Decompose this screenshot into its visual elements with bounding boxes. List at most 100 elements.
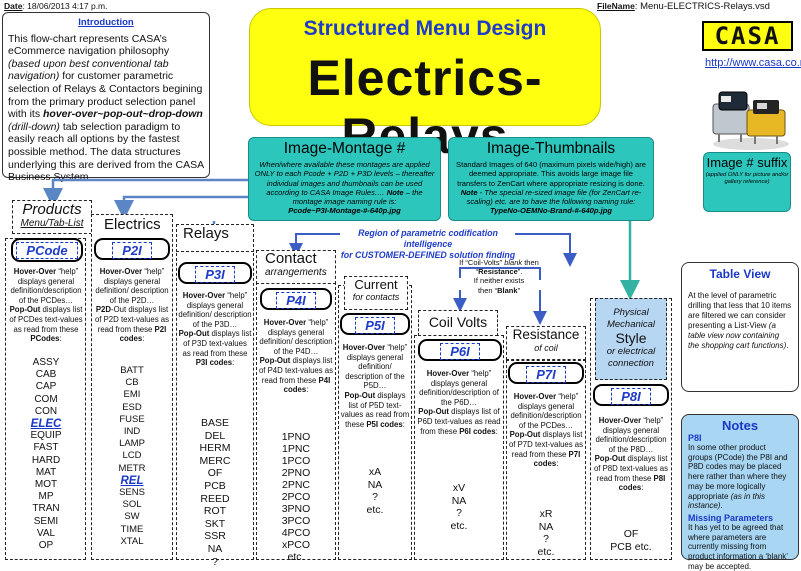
electrics-item[interactable]: EMI — [123, 389, 141, 401]
relays-item[interactable]: SSR — [204, 530, 226, 543]
relays-item[interactable]: SKT — [204, 517, 226, 530]
product-item[interactable]: COM — [34, 393, 58, 405]
product-item[interactable]: MAT — [35, 466, 57, 478]
coilnote-l3-bold: Blank — [497, 285, 518, 295]
table-view-body: At the level of parametric drilling that… — [688, 291, 792, 351]
coil-header: Coil Volts — [418, 310, 498, 336]
electrics-item[interactable]: TIME — [120, 523, 144, 535]
physical-item[interactable]: OF — [623, 528, 639, 540]
current-item[interactable]: etc. — [366, 503, 384, 516]
resistance-item[interactable]: xR — [539, 508, 553, 520]
electrics-item[interactable]: LCD — [122, 450, 142, 462]
product-item[interactable]: ASSY — [32, 357, 60, 368]
relays-item[interactable]: NA — [207, 542, 223, 555]
contact-item[interactable]: 1PCO — [281, 455, 311, 467]
relays-item[interactable]: REED — [200, 492, 230, 505]
pcode-tab[interactable]: PCode — [11, 238, 83, 262]
physical-d5: P8I codes — [618, 473, 666, 493]
electrics-item[interactable]: ESD — [122, 401, 142, 413]
coil-item[interactable]: ? — [456, 507, 462, 519]
p3i-code: P3I — [195, 266, 235, 283]
coil-d4: displays list of P6D text-values as read… — [417, 407, 501, 436]
product-item[interactable]: CAB — [35, 369, 57, 381]
relays-item[interactable]: OF — [207, 467, 223, 480]
resistance-header: Resistance of coil — [506, 326, 586, 360]
contact-item[interactable]: 2PNO — [281, 467, 311, 479]
contact-item[interactable]: 3PCO — [281, 515, 311, 527]
contact-d2: “help” displays general definition/ desc… — [259, 318, 333, 356]
contact-column — [256, 262, 336, 560]
resistance-item[interactable]: NA — [538, 520, 554, 533]
casa-url-link[interactable]: http://www.casa.co.nz — [705, 57, 801, 69]
electrics-item[interactable]: METR — [118, 462, 146, 474]
introduction-panel: Introduction This flow-chart represents … — [2, 12, 210, 183]
electrics-item[interactable]: SW — [124, 511, 140, 523]
product-item[interactable]: TRAN — [32, 503, 60, 515]
current-item[interactable]: ? — [372, 491, 378, 503]
resistance-sublabel: of coil — [534, 343, 558, 353]
contact-item[interactable]: 2PCO — [281, 491, 311, 503]
product-item-elec-link[interactable]: ELEC — [30, 418, 62, 431]
electrics-item[interactable]: BATT — [120, 365, 144, 376]
contact-item[interactable]: 1PNO — [281, 431, 311, 443]
resistance-item[interactable]: etc. — [537, 545, 555, 558]
coil-item[interactable]: etc. — [450, 519, 468, 532]
contact-item[interactable]: 1PNC — [281, 443, 310, 455]
electrics-item[interactable]: XTAL — [120, 535, 144, 547]
electrics-d6: : — [142, 334, 145, 344]
thumbs-title: Image-Thumbnails — [486, 140, 616, 157]
product-item[interactable]: EQUIP — [30, 430, 62, 442]
product-item[interactable]: CAP — [35, 381, 57, 393]
p3i-tab[interactable]: P3I — [178, 262, 252, 284]
notes-b1-end: . — [720, 501, 723, 511]
product-item[interactable]: CON — [34, 405, 58, 417]
contact-item[interactable]: etc. — [287, 551, 305, 563]
relays-item[interactable]: PCB — [204, 479, 226, 492]
current-item[interactable]: NA — [367, 478, 383, 491]
relays-item[interactable]: HERM — [199, 442, 231, 455]
product-item[interactable]: SEMI — [33, 515, 59, 527]
relays-item[interactable]: ROT — [203, 505, 227, 518]
thumbs-note: - The special re-sized image file (for Z… — [466, 187, 642, 207]
product-item[interactable]: OP — [38, 540, 54, 552]
relays-item[interactable]: BASE — [200, 417, 229, 429]
resistance-d4: displays list of P7D text-values as read… — [508, 430, 584, 459]
contact-item[interactable]: xPCO — [281, 539, 310, 551]
p6i-tab[interactable]: P6I — [418, 339, 502, 361]
electrics-item[interactable]: FUSE — [119, 413, 145, 425]
p8i-tab[interactable]: P8I — [593, 384, 669, 406]
p4i-tab[interactable]: P4I — [260, 288, 332, 310]
relays-item[interactable]: MERC — [199, 454, 231, 467]
product-item[interactable]: HARD — [31, 454, 61, 466]
current-item[interactable]: xA — [368, 466, 382, 478]
resistance-item[interactable]: ? — [543, 533, 549, 545]
electrics-item[interactable]: LAMP — [119, 438, 145, 450]
relays-item[interactable]: DEL — [204, 429, 226, 442]
region-label: Region of parametric codification intell… — [340, 228, 516, 261]
contact-item[interactable]: 3PNO — [281, 503, 311, 515]
electrics-item[interactable]: SOL — [122, 499, 142, 511]
coil-item[interactable]: xV — [452, 482, 466, 494]
contact-item[interactable]: 2PNC — [281, 479, 310, 491]
region-line-1: Region of parametric codification intell… — [358, 228, 498, 249]
p2i-tab[interactable]: P2I — [94, 238, 170, 260]
product-item[interactable]: FAST — [33, 442, 59, 454]
contact-item[interactable]: 4PCO — [281, 527, 311, 539]
p5i-tab[interactable]: P5I — [340, 313, 410, 335]
coilnote-l2: If neither exists — [473, 276, 525, 286]
electrics-item-rel-link[interactable]: REL — [120, 474, 144, 487]
products-d5: PCodes — [30, 334, 60, 344]
electrics-item[interactable]: SENS — [119, 487, 145, 499]
logo-text: CASA — [714, 22, 781, 50]
relays-d1: Hover-Over — [182, 291, 226, 300]
product-item[interactable]: MP — [38, 491, 54, 503]
product-item[interactable]: MOT — [34, 479, 58, 491]
electrics-item[interactable]: IND — [123, 426, 141, 438]
coil-item[interactable]: NA — [451, 494, 467, 507]
p7i-tab[interactable]: P7I — [508, 362, 584, 384]
electrics-item[interactable]: CB — [125, 377, 139, 389]
notes-missing-heading: Missing Parameters — [688, 512, 774, 523]
table-view-title: Table View — [709, 267, 771, 281]
product-item[interactable]: VAL — [36, 527, 56, 539]
physical-item[interactable]: PCB etc. — [610, 540, 652, 553]
